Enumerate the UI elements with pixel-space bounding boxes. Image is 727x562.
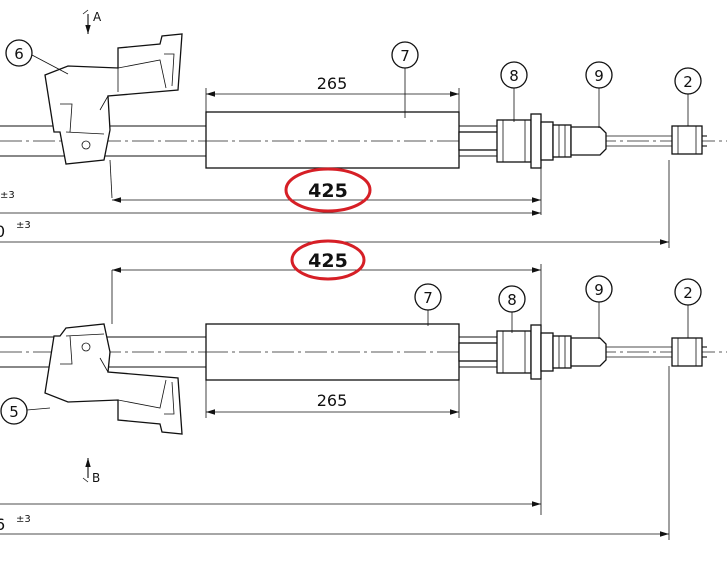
top-dimension-265: 265 [205,74,460,112]
top-sleeve [205,111,460,169]
bottom-dimension-425: 425 [112,239,542,325]
bottom-view-label: B [92,471,100,485]
top-fitting [458,113,572,169]
top-end-nipple [671,125,707,155]
top-dimension-425: 425 [112,167,542,215]
bottom-cut-digit: 6 [0,515,5,534]
top-view: A [0,9,727,248]
top-bracket-extension-line [109,159,113,199]
top-view-label: A [93,10,102,24]
svg-text:9: 9 [594,281,604,299]
top-balloon-fitting: 8 [500,61,528,122]
top-dim-highlighted-text: 425 [308,180,348,202]
svg-text:7: 7 [400,47,410,65]
top-cut-digit: 0 [0,222,5,241]
bottom-dim-highlighted-text: 425 [308,250,348,272]
bottom-balloon-ferrule: 9 [585,275,613,339]
top-balloon-ferrule: 9 [585,61,613,128]
bottom-ferrule [570,337,607,367]
top-tol-2: ±3 [16,220,31,231]
svg-text:9: 9 [594,67,604,85]
top-highlight-ellipse [284,167,372,213]
bottom-balloon-end-nipple: 2 [674,278,702,338]
bottom-dim-sleeve-text: 265 [317,391,348,410]
top-balloon-sleeve: 7 [391,41,419,118]
top-balloon-end-nipple: 2 [674,67,702,126]
bottom-tol-1: ±3 [16,514,31,525]
bottom-dimension-265: 265 [205,380,460,418]
svg-text:2: 2 [683,73,693,91]
top-balloon-bracket: 6 [5,39,69,75]
top-tol-1: ±3 [0,190,15,201]
top-bracket [44,33,183,199]
bottom-balloon-sleeve: 7 [414,283,442,326]
svg-text:8: 8 [507,291,517,309]
svg-text:5: 5 [9,403,19,421]
bottom-view-arrow: B [82,458,100,485]
svg-text:8: 8 [509,67,519,85]
svg-text:6: 6 [14,45,24,63]
bottom-balloon-bracket: 5 [0,397,51,425]
bottom-balloon-fitting: 8 [498,285,526,333]
bottom-highlight-ellipse [290,239,366,281]
bottom-view: B [0,239,727,540]
svg-text:7: 7 [423,289,433,307]
bottom-end-nipple [671,337,707,367]
bottom-fitting [458,324,572,380]
svg-text:2: 2 [683,284,693,302]
top-view-arrow: A [82,9,102,34]
top-ferrule [570,126,607,156]
top-dim-sleeve-text: 265 [317,74,348,93]
bottom-bracket [44,270,183,435]
